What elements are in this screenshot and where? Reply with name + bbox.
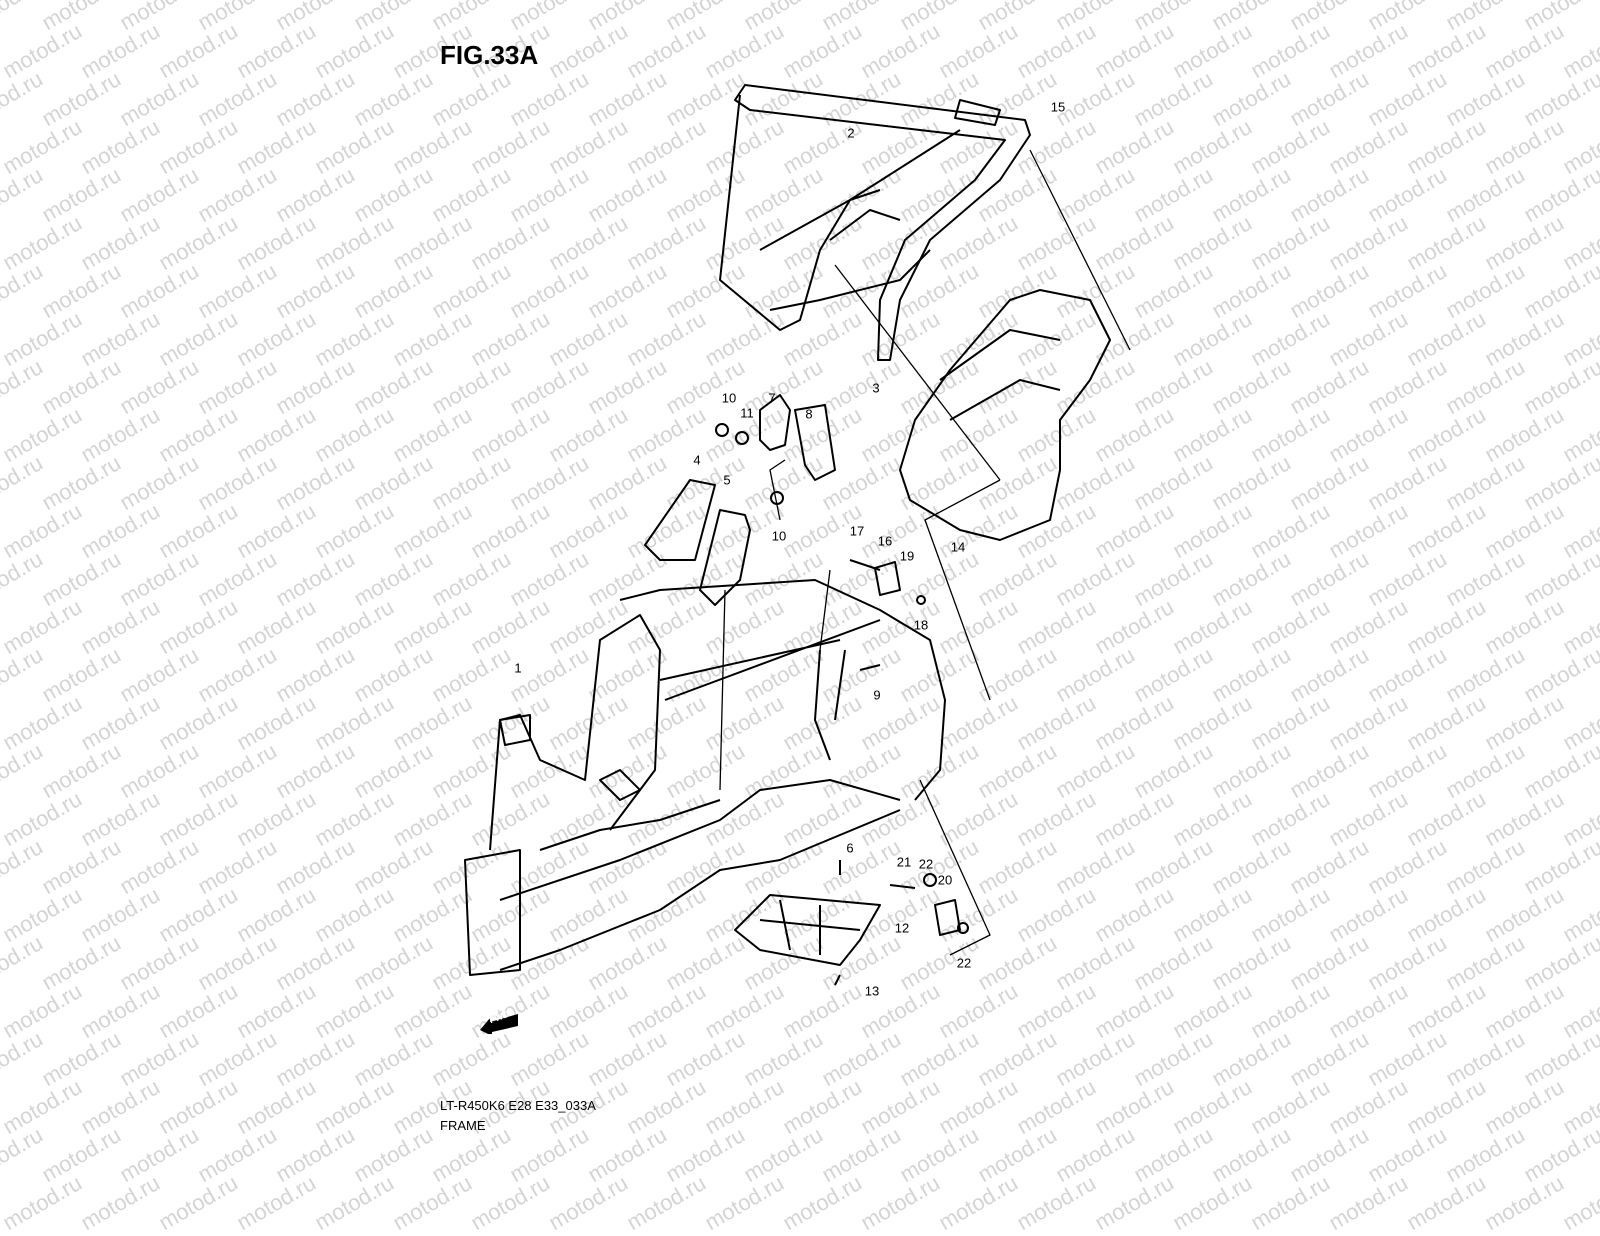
part-callout: 21 (896, 854, 912, 870)
part-callout: 18 (913, 617, 929, 633)
part-callout: 19 (899, 548, 915, 564)
part-callout: 4 (693, 452, 701, 468)
part-callout: 2 (847, 125, 855, 141)
part-callout: 6 (846, 840, 854, 856)
model-code: LT-R450K6 E28 E33_033A (440, 1098, 596, 1113)
part-callout: 22 (956, 955, 972, 971)
figure-title: FIG.33A (440, 40, 539, 70)
small-brackets (644, 394, 969, 986)
rear-subframe (719, 84, 1031, 361)
part-callout: 1 (514, 660, 522, 676)
part-callout: 20 (937, 872, 953, 888)
part-callout: 22 (918, 856, 934, 872)
footrest (734, 894, 881, 966)
part-callout: 13 (864, 983, 880, 999)
part-callout: 3 (872, 380, 880, 396)
part-callout: 17 (849, 523, 865, 539)
part-callout: 12 (894, 920, 910, 936)
part-callout: 16 (877, 533, 893, 549)
part-callout: 15 (1050, 99, 1066, 115)
section-name: FRAME (440, 1118, 486, 1133)
main-frame (464, 579, 946, 976)
part-callout: 14 (950, 539, 966, 555)
part-callout: 5 (723, 472, 731, 488)
rear-fender (899, 289, 1111, 541)
fwd-arrow-icon (480, 1014, 518, 1034)
part-callout: 10 (721, 390, 737, 406)
part-callout: 7 (768, 390, 776, 406)
part-callout: 8 (805, 406, 813, 422)
reference-lines (719, 149, 1131, 956)
part-callout: 10 (771, 528, 787, 544)
part-callout: 11 (740, 405, 754, 421)
frame-exploded-diagram (464, 84, 1131, 986)
part-callout: 9 (873, 687, 881, 703)
